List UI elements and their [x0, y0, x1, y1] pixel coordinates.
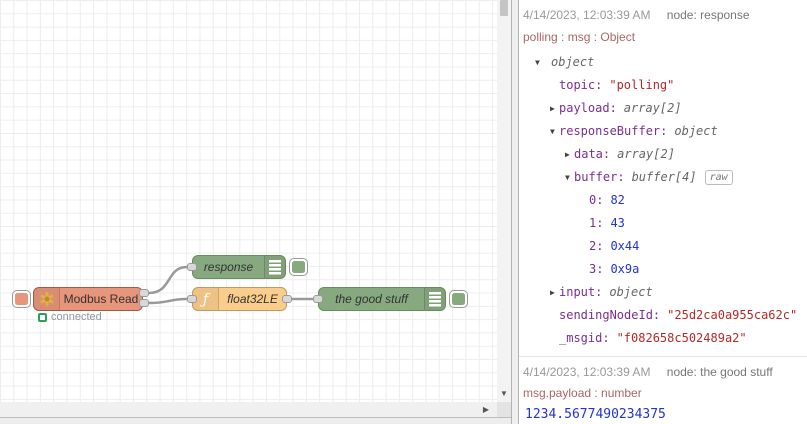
tree-value: object [609, 285, 653, 299]
tree-key: 0: [589, 193, 604, 207]
debug-message[interactable]: 4/14/2023, 12:03:39 AM node: the good st… [519, 357, 807, 424]
function-input-port[interactable] [187, 295, 197, 303]
modbus-icon [34, 288, 60, 310]
tree-row: 2: 0x44 [535, 235, 801, 258]
message-path: msg.payload : number [523, 386, 642, 400]
tree-key: sendingNodeId: [559, 308, 661, 322]
tree-key: input: [559, 285, 603, 299]
tree-row: 1: 43 [535, 212, 801, 235]
tree-value: 82 [610, 193, 625, 207]
tree-row: ▼ object [535, 51, 801, 74]
tree-key: payload: [559, 101, 617, 115]
button-fill [452, 293, 465, 305]
tree-row: ▼ buffer: buffer[4] raw [535, 166, 801, 189]
button-fill [292, 261, 305, 273]
node-label: Modbus Read [63, 292, 139, 306]
vertical-scrollbar-thumb[interactable] [500, 0, 508, 16]
wires-layer [148, 265, 313, 305]
tree-value: 43 [610, 216, 625, 230]
tree-key: _msgid: [559, 331, 610, 345]
debug-sidebar: 4/14/2023, 12:03:39 AM node: response po… [519, 0, 807, 424]
node-label: response [203, 260, 254, 274]
debug-list-icon [264, 256, 285, 278]
expand-arrow-icon[interactable]: ▼ [565, 173, 570, 182]
good-stuff-debug-toggle-button[interactable] [449, 290, 468, 308]
node-label: the good stuff [335, 292, 408, 306]
scroll-down-arrow-icon[interactable]: ▼ [500, 389, 508, 398]
payload-number-value: 1234.5677490234375 [525, 407, 666, 422]
tree-value: array[2] [623, 101, 682, 115]
function-output-port[interactable] [282, 295, 292, 303]
canvas-horizontal-scrollbar[interactable]: ▶ [0, 402, 497, 417]
tree-value: object [674, 124, 718, 138]
tree-key: responseBuffer: [559, 124, 668, 138]
object-tree: ▼ object topic: "polling" ▶ payload: array[2… [523, 51, 801, 350]
scrollbar-corner [497, 402, 511, 417]
node-float32le-function[interactable]: ƒ float32LE [192, 287, 287, 311]
button-fill [15, 293, 28, 305]
node-label: float32LE [227, 292, 278, 306]
sidebar-resize-handle[interactable] [511, 0, 519, 424]
debug-message[interactable]: 4/14/2023, 12:03:39 AM node: response po… [519, 0, 807, 357]
tree-row: 3: 0x9a [535, 258, 801, 281]
tree-key: data: [574, 147, 611, 161]
tree-row: ▶ payload: array[2] [535, 97, 801, 120]
tree-row: 0: 82 [535, 189, 801, 212]
tree-value: 0x9a [610, 262, 640, 276]
scroll-right-arrow-icon[interactable]: ▶ [482, 405, 489, 414]
wire-modbus-to-response[interactable] [148, 265, 188, 295]
tree-key: buffer: [574, 170, 625, 184]
status-label: connected [51, 311, 102, 323]
debug-message-header: 4/14/2023, 12:03:39 AM node: the good st… [523, 364, 801, 380]
source-node: node: response [666, 8, 750, 22]
tree-row: ▶ input: object [535, 281, 801, 304]
tree-key: 1: [589, 216, 604, 230]
good-stuff-input-port[interactable] [313, 295, 323, 303]
debug-list-icon [424, 288, 445, 310]
tree-key: 2: [589, 239, 604, 253]
tree-row: ▼ responseBuffer: object [535, 120, 801, 143]
workspace-bottom-edge [0, 417, 511, 424]
tree-value: "f082658c502489a2" [616, 331, 747, 345]
modbus-trigger-button[interactable] [12, 290, 31, 308]
tree-value: array[2] [617, 147, 675, 161]
tree-key: 3: [589, 262, 604, 276]
modbus-output-port-0[interactable] [139, 289, 149, 297]
tree-value: "25d2ca0a955ca62c" [667, 308, 798, 322]
tree-value: buffer[4] [631, 170, 697, 184]
expand-arrow-icon[interactable]: ▶ [550, 288, 555, 297]
timestamp: 4/14/2023, 12:03:39 AM [523, 365, 651, 379]
node-response-debug[interactable]: response [192, 255, 286, 279]
tree-row: sendingNodeId: "25d2ca0a955ca62c" [535, 304, 801, 327]
expand-arrow-icon[interactable]: ▼ [550, 127, 555, 136]
node-modbus-read[interactable]: Modbus Read [33, 287, 143, 311]
tree-value: object [551, 55, 595, 69]
tree-value: "polling" [609, 78, 675, 92]
timestamp: 4/14/2023, 12:03:39 AM [523, 8, 651, 22]
expand-arrow-icon[interactable]: ▶ [550, 104, 555, 113]
debug-message-header: 4/14/2023, 12:03:39 AM node: response [523, 7, 801, 23]
tree-value: 0x44 [610, 239, 640, 253]
tree-key: topic: [559, 78, 603, 92]
raw-button[interactable]: raw [704, 170, 733, 185]
expand-arrow-icon[interactable]: ▶ [565, 150, 570, 159]
canvas-vertical-scrollbar[interactable]: ▼ [497, 0, 511, 402]
expand-arrow-icon[interactable]: ▼ [535, 58, 540, 67]
status-dot-connected [38, 313, 47, 322]
modbus-output-port-1[interactable] [139, 299, 149, 307]
node-good-stuff-debug[interactable]: the good stuff [318, 287, 446, 311]
response-input-port[interactable] [187, 263, 197, 271]
tree-row: ▶ data: array[2] [535, 143, 801, 166]
message-path: polling : msg : Object [523, 30, 636, 44]
function-icon: ƒ [193, 288, 219, 310]
response-debug-toggle-button[interactable] [289, 258, 308, 276]
tree-row: topic: "polling" [535, 74, 801, 97]
source-node: node: the good stuff [666, 365, 773, 379]
tree-row: _msgid: "f082658c502489a2" [535, 327, 801, 350]
flow-canvas[interactable]: Modbus Read connected response ƒ float32… [0, 0, 497, 402]
wire-modbus-to-function[interactable] [148, 297, 188, 305]
